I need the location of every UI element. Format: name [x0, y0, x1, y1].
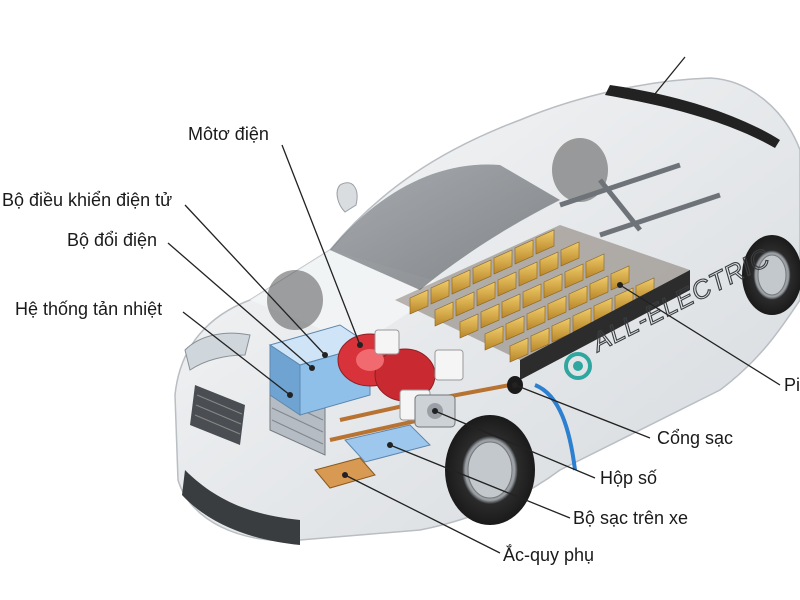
- battery-cell: [472, 259, 492, 285]
- label-battery: Pi: [784, 375, 800, 395]
- battery-cell: [585, 253, 605, 279]
- battery-cell: [459, 313, 479, 339]
- label-charge-port: Cổng sạc: [657, 428, 734, 448]
- front-left-wheel: [267, 270, 323, 330]
- windshield: [330, 164, 560, 290]
- battery-cell: [535, 229, 555, 255]
- battery-cell: [568, 285, 588, 311]
- battery-cell: [434, 301, 454, 327]
- battery-cell: [409, 289, 429, 315]
- battery-cell: [484, 325, 504, 351]
- side-mirror: [336, 182, 358, 213]
- leader-lines: [167, 56, 781, 554]
- label-aux-battery: Ắc-quy phụ: [503, 545, 595, 565]
- front-grille: [182, 385, 300, 545]
- battery-cell: [560, 241, 580, 267]
- battery-cell: [522, 283, 542, 309]
- battery-cell: [509, 337, 529, 363]
- battery-cell: [476, 281, 496, 307]
- battery-pack: [395, 225, 690, 380]
- rear-right-wheel: [742, 235, 800, 315]
- battery-cell: [589, 275, 609, 301]
- label-gearbox: Hộp số: [600, 468, 658, 488]
- battery-cell: [530, 327, 550, 353]
- battery-cell: [497, 271, 517, 297]
- headlight: [184, 332, 251, 371]
- battery-cell: [501, 293, 521, 319]
- battery-cell: [451, 269, 471, 295]
- battery-cell: [539, 251, 559, 277]
- battery-cell: [526, 305, 546, 331]
- rear-left-wheel: [552, 138, 608, 202]
- battery-cell: [455, 291, 475, 317]
- front-right-wheel: [445, 415, 535, 525]
- label-inverter: Bộ đổi điện: [67, 230, 158, 250]
- battery-cell: [564, 263, 584, 289]
- battery-cell: [610, 265, 630, 291]
- battery-cell: [480, 303, 500, 329]
- battery-cell: [514, 239, 534, 265]
- battery-cell: [493, 249, 513, 275]
- battery-cell: [430, 279, 450, 305]
- battery-cell: [518, 261, 538, 287]
- label-cooling: Hệ thống tản nhiệt: [15, 299, 163, 319]
- battery-cell: [547, 295, 567, 321]
- label-motor: Môtơ điện: [188, 124, 269, 144]
- rear-suspension: [559, 162, 721, 238]
- battery-cell: [505, 315, 525, 341]
- label-controller: Bộ điều khiển điện tử: [2, 190, 173, 210]
- side-logo: [564, 352, 592, 380]
- battery-cell: [543, 273, 563, 299]
- rear-spoiler-strip: [605, 85, 780, 148]
- label-onboard-charger: Bộ sạc trên xe: [573, 508, 689, 528]
